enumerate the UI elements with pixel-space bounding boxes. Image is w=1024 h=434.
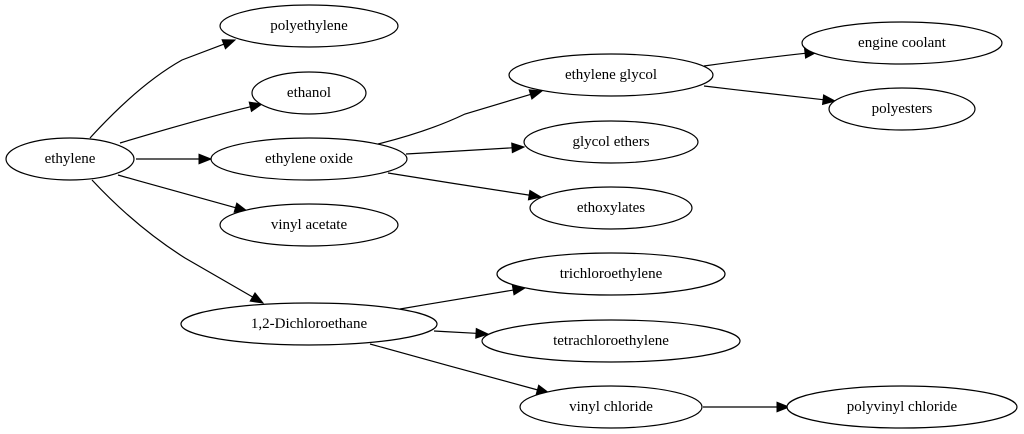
node-ellipse bbox=[481, 319, 741, 363]
arrowhead-icon bbox=[198, 153, 213, 165]
edge-ethylene-to-dichloroethane bbox=[91, 179, 265, 304]
node-polyesters: polyesters bbox=[828, 87, 976, 131]
node-label: ethylene bbox=[45, 151, 96, 167]
node-ellipse bbox=[496, 252, 726, 296]
node-label: polyesters bbox=[872, 101, 933, 117]
node-glycol-ethers: glycol ethers bbox=[523, 120, 699, 164]
arrowhead-icon bbox=[821, 94, 837, 106]
node-ellipse bbox=[828, 87, 976, 131]
node-engine-coolant: engine coolant bbox=[801, 21, 1003, 65]
edge-line bbox=[405, 147, 513, 155]
node-label: glycol ethers bbox=[572, 134, 649, 150]
edge-ethylene_oxide-to-ethoxylates bbox=[387, 172, 543, 201]
nodes-layer: ethylene polyethylene ethanol ethylene oxid… bbox=[5, 4, 1018, 429]
node-label: polyethylene bbox=[270, 18, 348, 34]
arrowhead-icon bbox=[527, 189, 543, 201]
edge-line bbox=[117, 174, 236, 209]
edge-line bbox=[91, 179, 253, 298]
arrowhead-icon bbox=[221, 39, 237, 50]
node-label: polyvinyl chloride bbox=[847, 399, 958, 415]
node-tetrachloroethylene: tetrachloroethylene bbox=[481, 319, 741, 363]
node-polyvinyl-chloride: polyvinyl chloride bbox=[786, 385, 1018, 429]
node-ethoxylates: ethoxylates bbox=[529, 186, 693, 230]
edge-ethylene_oxide-to-glycol_ethers bbox=[405, 142, 526, 155]
node-ethanol: ethanol bbox=[251, 71, 367, 115]
arrowhead-icon bbox=[475, 327, 490, 339]
node-ellipse bbox=[523, 120, 699, 164]
node-label: ethylene oxide bbox=[265, 151, 353, 167]
node-ellipse bbox=[519, 385, 703, 429]
arrowhead-icon bbox=[511, 142, 526, 154]
node-label: ethoxylates bbox=[577, 200, 645, 216]
edge-line bbox=[703, 85, 824, 101]
node-ethylene-oxide: ethylene oxide bbox=[210, 137, 408, 181]
node-trichloroethylene: trichloroethylene bbox=[496, 252, 726, 296]
arrowhead-icon bbox=[249, 291, 265, 304]
edge-line bbox=[377, 93, 531, 145]
node-label: tetrachloroethylene bbox=[553, 333, 669, 349]
node-vinyl-chloride: vinyl chloride bbox=[519, 385, 703, 429]
node-label: engine coolant bbox=[858, 35, 947, 51]
edge-line bbox=[89, 43, 224, 139]
arrowhead-icon bbox=[776, 401, 791, 413]
edge-ethylene-to-polyethylene bbox=[89, 39, 237, 139]
node-ethylene-glycol: ethylene glycol bbox=[508, 53, 714, 97]
edge-line bbox=[399, 289, 514, 310]
node-label: 1,2-Dichloroethane bbox=[251, 316, 368, 332]
node-polyethylene: polyethylene bbox=[219, 4, 399, 48]
edge-line bbox=[703, 52, 806, 67]
node-dichloroethane: 1,2-Dichloroethane bbox=[180, 302, 438, 346]
node-ellipse bbox=[210, 137, 408, 181]
edge-dichloroethane-to-trichloroethylene bbox=[399, 284, 527, 310]
node-ellipse bbox=[251, 71, 367, 115]
edge-ethylene-to-ethylene_oxide bbox=[136, 153, 213, 165]
node-label: ethylene glycol bbox=[565, 67, 657, 83]
edge-line bbox=[119, 106, 251, 144]
edge-line bbox=[369, 343, 538, 391]
node-vinyl-acetate: vinyl acetate bbox=[219, 203, 399, 247]
node-ellipse bbox=[219, 4, 399, 48]
node-label: ethanol bbox=[287, 85, 331, 101]
node-ellipse bbox=[5, 137, 135, 181]
edge-ethylene-to-vinyl_acetate bbox=[117, 174, 249, 213]
edge-dichloroethane-to-tetrachloroethylene bbox=[433, 327, 490, 339]
node-ellipse bbox=[801, 21, 1003, 65]
node-ellipse bbox=[786, 385, 1018, 429]
edge-ethylene_oxide-to-ethylene_glycol bbox=[377, 89, 544, 145]
node-ellipse bbox=[219, 203, 399, 247]
edges-layer bbox=[89, 39, 837, 413]
node-label: trichloroethylene bbox=[560, 266, 663, 282]
edge-ethylene_glycol-to-polyesters bbox=[703, 85, 837, 106]
arrowhead-icon bbox=[528, 89, 544, 100]
edge-vinyl_chloride-to-polyvinyl_chloride bbox=[702, 401, 791, 413]
node-ellipse bbox=[529, 186, 693, 230]
node-ellipse bbox=[180, 302, 438, 346]
edge-line bbox=[387, 172, 530, 196]
node-ellipse bbox=[508, 53, 714, 97]
arrowhead-icon bbox=[248, 101, 264, 113]
edge-ethylene_glycol-to-engine_coolant bbox=[703, 47, 819, 67]
node-label: vinyl chloride bbox=[569, 399, 653, 415]
node-label: vinyl acetate bbox=[271, 217, 348, 233]
node-ethylene: ethylene bbox=[5, 137, 135, 181]
edge-ethylene-to-ethanol bbox=[119, 101, 264, 144]
edge-line bbox=[433, 330, 477, 334]
